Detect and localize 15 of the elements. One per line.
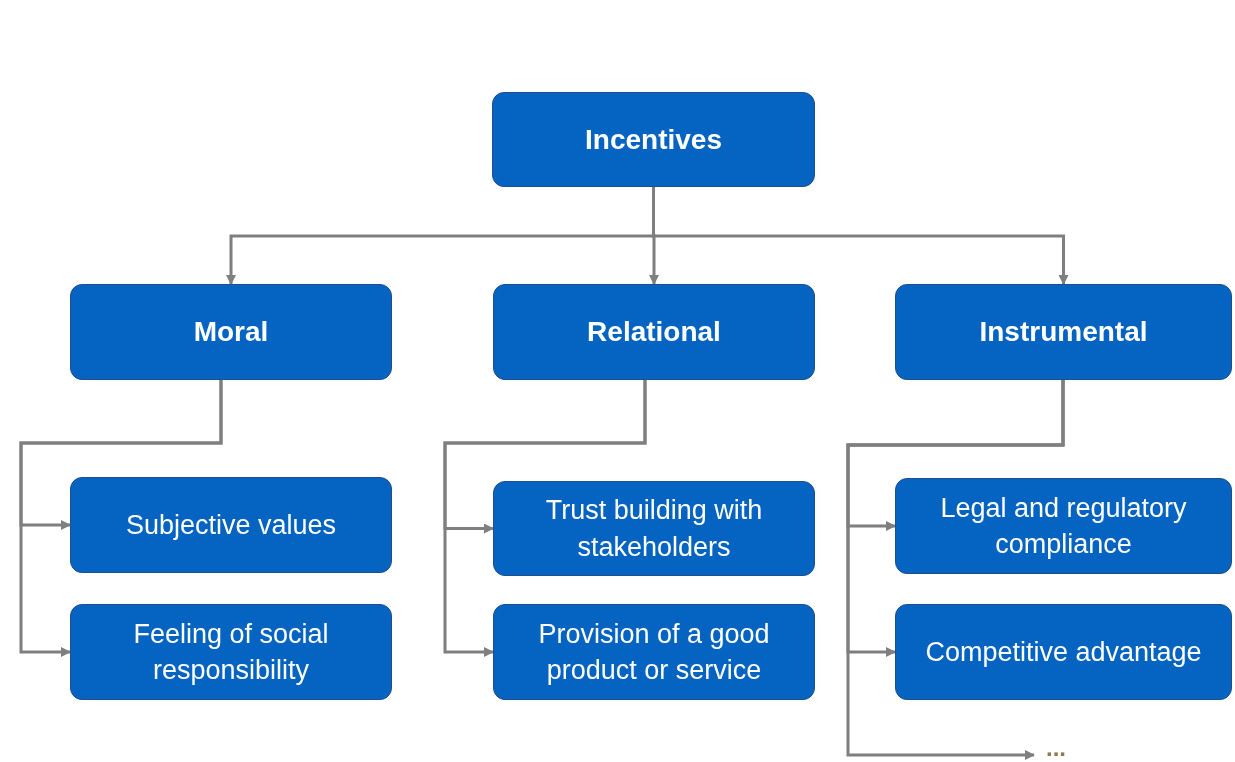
arrow [19,380,223,657]
category-box: Instrumental [895,284,1232,380]
continuation-text: ... [1034,736,1078,760]
category-box: Competitive advantage [895,604,1232,700]
category-box: Moral [70,284,392,380]
category-box: Relational [493,284,815,380]
category-box: Provision of a good product or service [493,604,815,700]
category-box: Legal and regulatory compliance [895,478,1232,574]
category-box: Feeling of social responsibility [70,604,392,700]
arrow [652,187,1069,285]
arrow [443,380,647,657]
arrow [846,380,1065,760]
category-box: Subjective values [70,477,392,573]
category-box: Incentives [492,92,815,187]
category-box: Trust building with stakeholders [493,481,815,576]
